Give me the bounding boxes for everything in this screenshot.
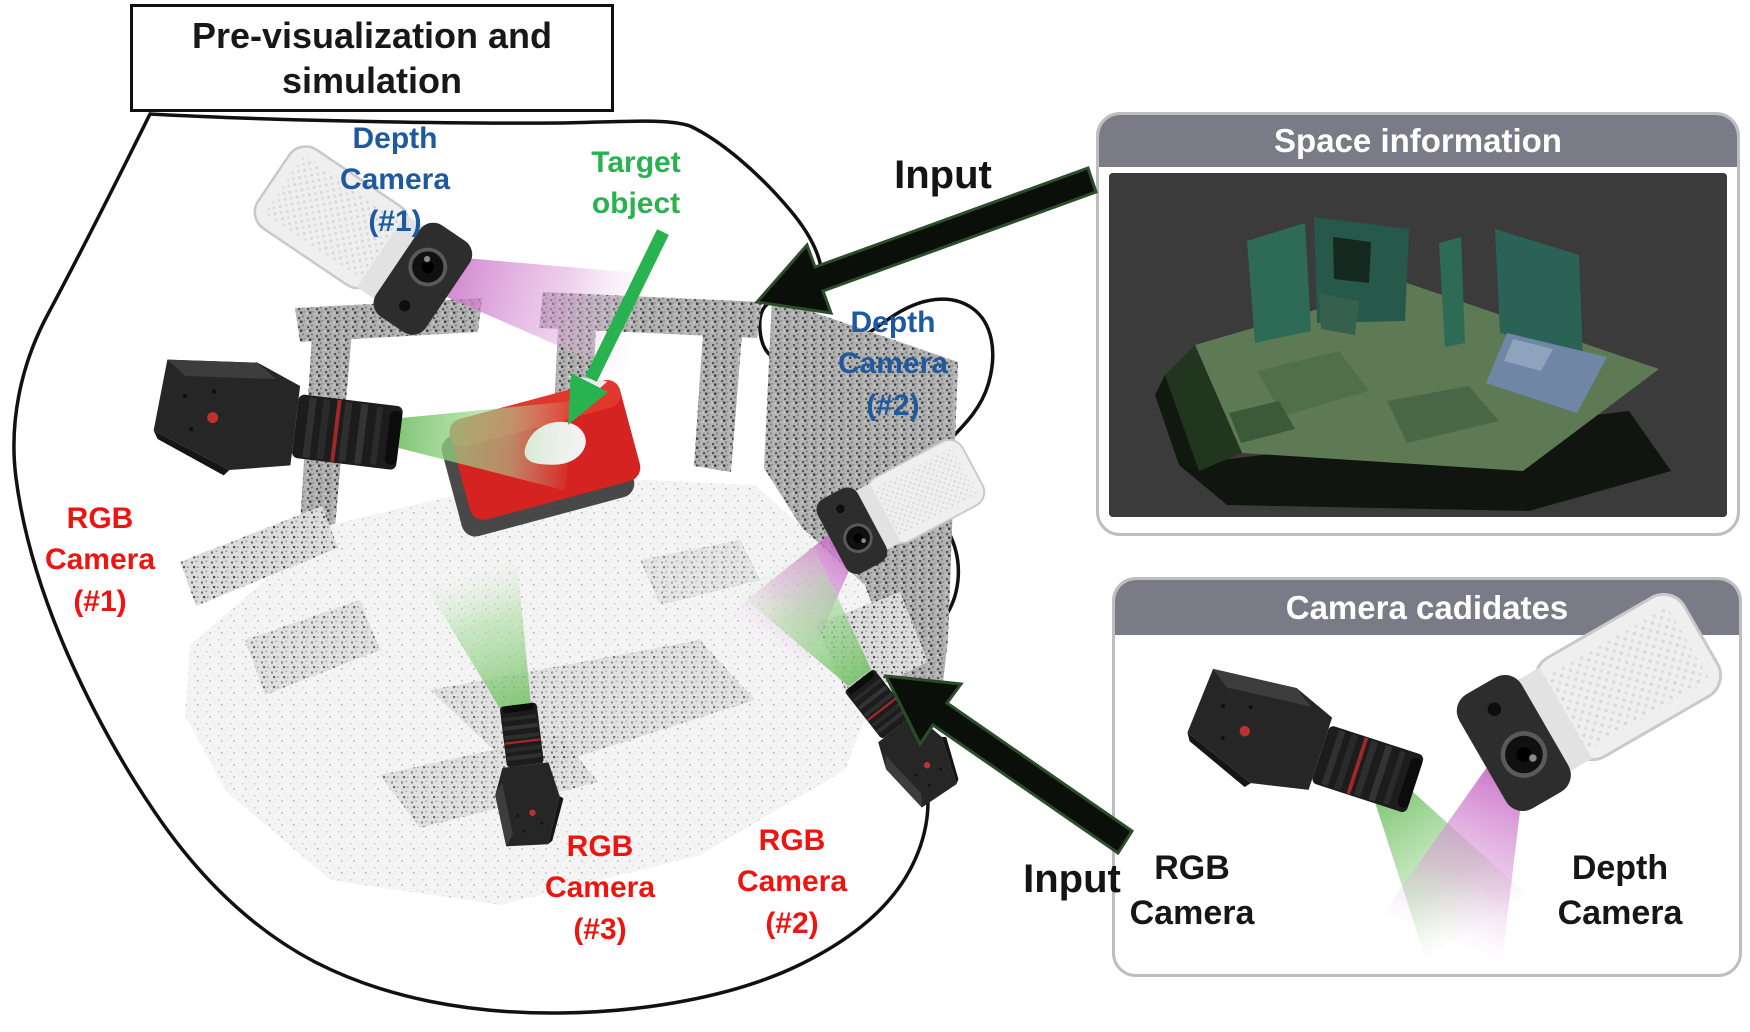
rgb-camera-2-beam [739,539,872,687]
depth-camera-2-beam [730,526,862,671]
input-label-top: Input [894,153,992,197]
camera-candidates-header: Camera cadidates [1115,580,1739,635]
target-object-label: Target object [591,146,681,221]
space-information-header: Space information [1099,115,1737,167]
rgb-camera-1-beam [398,400,574,491]
room-mesh-image [1109,173,1727,517]
space-information-render [1109,173,1727,517]
rgb-camera-3-label: RGB Camera (#3) [544,830,656,946]
space-information-panel: Space information [1096,112,1740,536]
rgb-camera-3-beam [427,559,532,717]
depth-camera-2-label: Depth Camera (#2) [837,306,949,422]
input-arrow-bottom [883,674,1135,856]
rgb-camera-1-label: RGB Camera (#1) [44,502,156,618]
depth-camera-2-icon [810,428,994,580]
candidate-rgb-camera-label: RGB Camera [1129,849,1255,932]
rgb-camera-2-icon [832,659,973,813]
rgb-camera-1-icon [149,351,407,497]
rgb-camera-2-label: RGB Camera (#2) [736,824,848,940]
candidate-depth-camera-label: Depth Camera [1557,849,1683,932]
target-object-arrow [568,229,669,425]
depth-camera-1-label: Depth Camera (#1) [339,122,451,238]
camera-candidates-title: Camera cadidates [1285,588,1569,626]
target-bed [441,375,641,537]
page-title: Pre-visualization and simulation [191,15,553,101]
space-information-title: Space information [1274,122,1562,159]
input-label-bottom: Input [1023,857,1121,901]
title-box: Pre-visualization and simulation [130,4,614,112]
